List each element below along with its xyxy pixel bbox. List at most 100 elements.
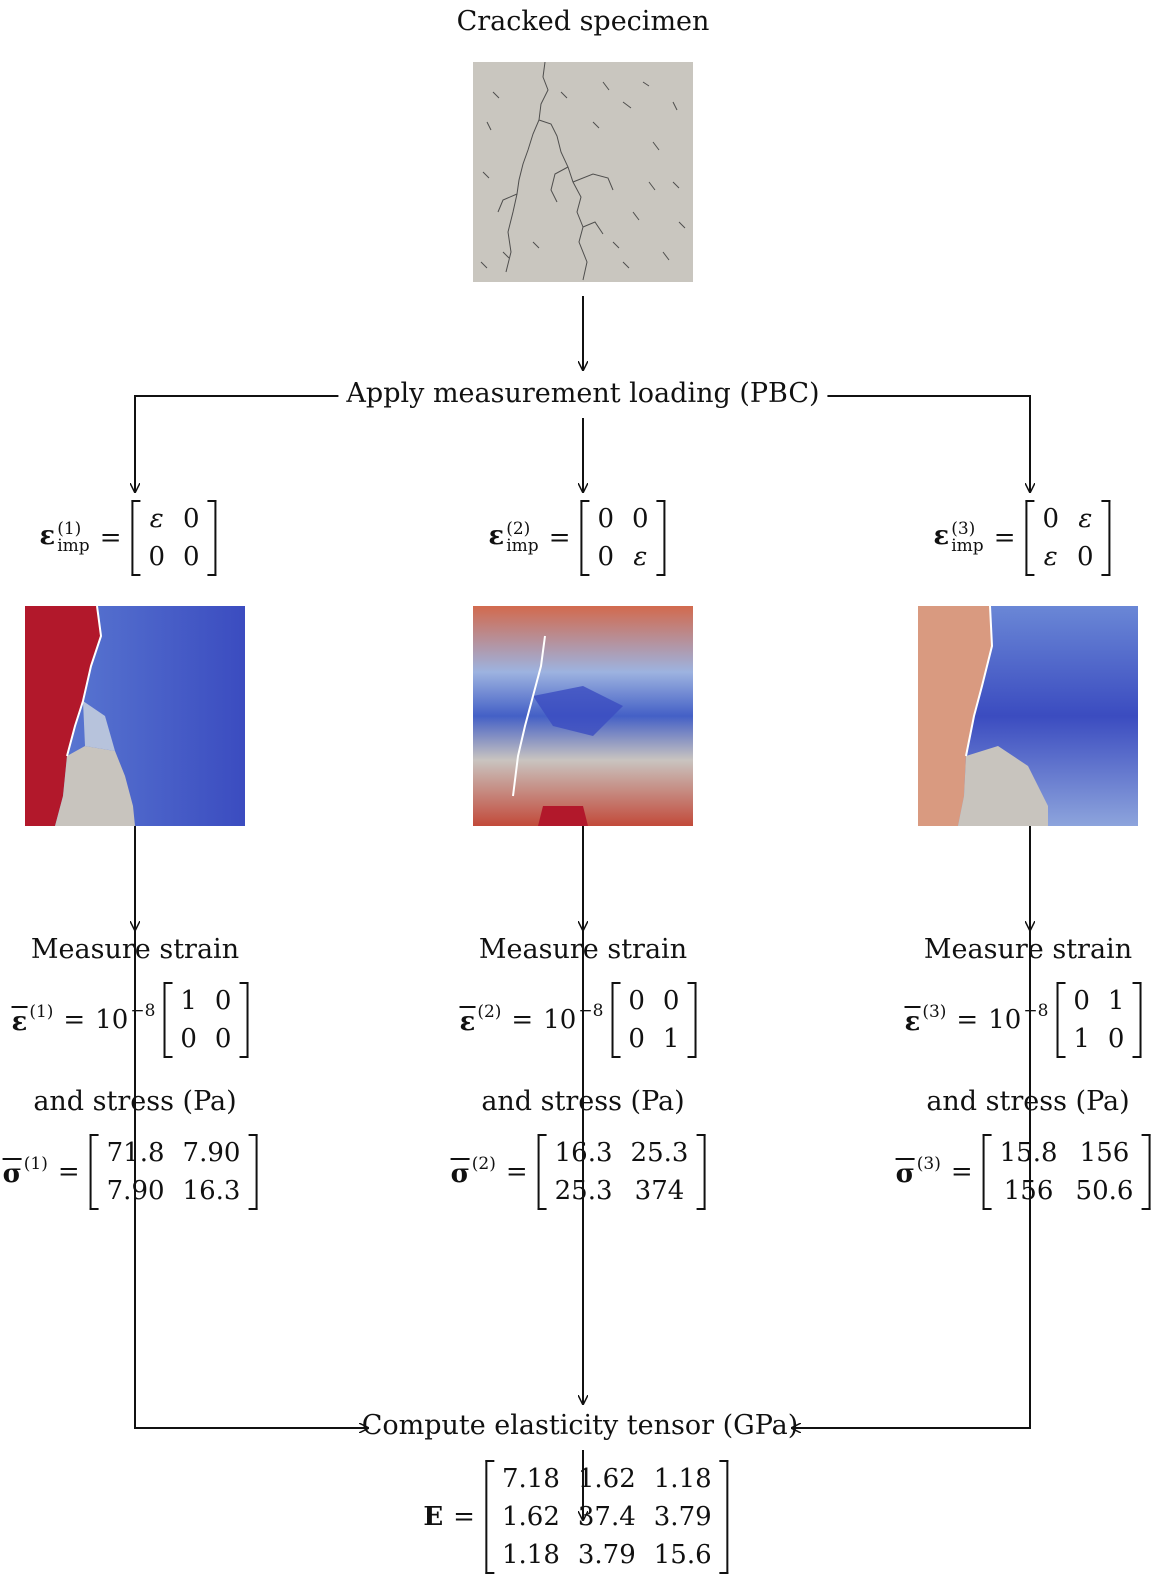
matrix-cell: 0: [214, 986, 232, 1016]
matrix-cell: 0: [632, 504, 649, 534]
matrix-cell: 0: [1107, 1024, 1125, 1054]
stress-sup: (2): [471, 1153, 496, 1174]
strain-sup: (3): [922, 1001, 947, 1022]
strain-symbol: ε: [904, 1005, 921, 1037]
imposed-sup: (1): [57, 519, 82, 539]
stress-label-2: and stress (Pa): [481, 1086, 685, 1117]
matrix-cell: 156: [1003, 1176, 1054, 1206]
matrix-cell: 0: [1073, 986, 1090, 1016]
matrix-cell: 25.3: [630, 1138, 689, 1168]
matrix-cell: 7.90: [106, 1176, 165, 1206]
diagram-title: Cracked specimen: [456, 6, 710, 37]
imposed-sup: (3): [951, 519, 976, 539]
arrow-col3-to-compute: [792, 668, 1031, 1428]
strain-sup: (1): [29, 1001, 54, 1022]
imposed-sup: (2): [506, 519, 531, 539]
matrix-cell: 1.18: [653, 1464, 712, 1494]
imposed-symbol: ε: [39, 521, 56, 551]
stress-label-3: and stress (Pa): [926, 1086, 1130, 1117]
matrix-cell: 374: [634, 1176, 685, 1206]
strain-sup: (2): [477, 1001, 502, 1022]
measure-strain-label-2: Measure strain: [478, 934, 688, 965]
matrix-cell: 16.3: [182, 1176, 241, 1206]
matrix-cell: 0: [662, 986, 680, 1016]
matrix-cell: 0: [1077, 542, 1094, 572]
matrix-cell: 1: [1107, 986, 1125, 1016]
matrix-cell: 1: [662, 1024, 680, 1054]
matrix-cell: ε: [633, 542, 648, 572]
strain-factor: 10: [988, 1005, 1022, 1035]
arrow-col1-to-compute: [134, 668, 368, 1428]
stress-sup: (3): [916, 1153, 941, 1174]
displacement-field-2-image: [473, 606, 693, 826]
matrix-cell: 37.4: [577, 1502, 636, 1532]
arrow-apply-to-col3: [825, 395, 1030, 492]
stress-symbol: σ: [895, 1157, 915, 1189]
stress-label-1: and stress (Pa): [33, 1086, 237, 1117]
imposed-symbol: ε: [488, 521, 505, 551]
strain-exponent: −8: [578, 1001, 604, 1021]
stress-symbol: σ: [450, 1157, 470, 1189]
matrix-cell: 0: [214, 1024, 232, 1054]
cracked-specimen-image: [473, 62, 693, 282]
matrix-cell: 0: [628, 1024, 645, 1054]
matrix-cell: 7.18: [501, 1464, 560, 1494]
matrix-cell: 1: [180, 986, 197, 1016]
matrix-cell: 0: [597, 542, 615, 572]
matrix-cell: ε: [149, 504, 164, 534]
matrix-cell: 1.18: [501, 1540, 560, 1570]
matrix-cell: 3.79: [653, 1502, 712, 1532]
matrix-cell: 0: [183, 542, 200, 572]
arrow-apply-to-col1: [135, 395, 343, 492]
imposed-sub: imp: [951, 536, 984, 556]
imposed-sub: imp: [57, 536, 90, 556]
matrix-cell: 16.3: [554, 1138, 613, 1168]
strain-symbol: ε: [459, 1005, 476, 1037]
matrix-cell: 0: [180, 1024, 197, 1054]
matrix-cell: 50.6: [1075, 1176, 1134, 1206]
matrix-cell: 0: [183, 504, 200, 534]
strain-exponent: −8: [1023, 1001, 1049, 1021]
matrix-cell: 0: [1042, 504, 1060, 534]
matrix-cell: 1.62: [501, 1502, 560, 1532]
matrix-cell: ε: [1043, 542, 1058, 572]
imposed-symbol: ε: [933, 521, 950, 551]
strain-factor: 10: [95, 1005, 129, 1035]
matrix-cell: 0: [628, 986, 645, 1016]
displacement-field-1-image: [25, 606, 245, 826]
stress-sup: (1): [23, 1153, 48, 1174]
matrix-cell: 15.8: [999, 1138, 1058, 1168]
imposed-sub: imp: [506, 536, 539, 556]
strain-factor: 10: [543, 1005, 577, 1035]
displacement-field-3-image: [918, 606, 1138, 826]
matrix-cell: 0: [597, 504, 615, 534]
apply-loading-label: Apply measurement loading (PBC): [338, 378, 828, 409]
matrix-cell: 3.79: [577, 1540, 636, 1570]
matrix-cell: 0: [148, 542, 166, 572]
measure-strain-label-3: Measure strain: [923, 934, 1133, 965]
matrix-cell: 1: [1073, 1024, 1090, 1054]
matrix-cell: 7.90: [182, 1138, 241, 1168]
stress-symbol: σ: [2, 1157, 22, 1189]
matrix-cell: 1.62: [577, 1464, 636, 1494]
measure-strain-label-1: Measure strain: [30, 934, 240, 965]
compute-tensor-label: Compute elasticity tensor (GPa): [361, 1410, 799, 1441]
